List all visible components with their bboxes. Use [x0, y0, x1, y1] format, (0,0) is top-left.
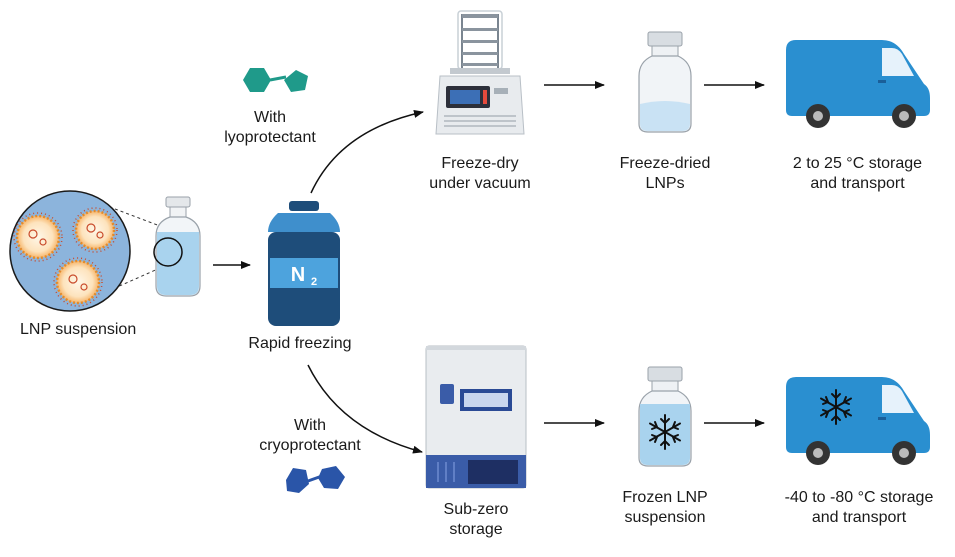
lyoprotectant-molecule-icon	[243, 68, 308, 92]
tank-n-label: N	[291, 264, 305, 286]
freezer-icon	[425, 345, 527, 489]
frozen-vial-icon	[638, 366, 692, 467]
cold-storage-label: -40 to -80 °C storage and transport	[784, 489, 934, 526]
cryoprotectant-molecule-icon	[286, 466, 345, 493]
lnp-magnified-circle	[9, 190, 161, 312]
tank-subscript-label: 2	[311, 276, 317, 288]
lnp-suspension-label: LNP suspension	[20, 321, 137, 338]
freeze-dried-vial-icon	[638, 31, 692, 133]
warm-storage-label: 2 to 25 °C storage and transport	[792, 155, 923, 192]
freeze-dryer-icon	[435, 10, 525, 135]
arrow-to-subzero	[307, 364, 423, 454]
lnp-particle-icon	[13, 212, 63, 262]
lnp-particle-icon	[53, 257, 103, 307]
snowflake-icon	[649, 414, 681, 450]
suspension-vial-icon	[153, 196, 201, 297]
transport-van-icon	[786, 40, 930, 128]
with-cryoprotectant-label: With cryoprotectant	[259, 417, 361, 454]
frozen-suspension-label: Frozen LNP suspension	[622, 489, 708, 526]
subzero-storage-label: Sub-zero storage	[443, 501, 509, 538]
lnp-particle-icon	[72, 207, 118, 253]
refrigerated-van-icon	[786, 377, 930, 465]
arrow-to-freeze-dry	[310, 110, 424, 194]
liquid-nitrogen-tank-icon: N 2	[268, 201, 340, 326]
snowflake-icon	[820, 389, 852, 425]
freeze-dry-label: Freeze-dry under vacuum	[429, 155, 531, 192]
with-lyoprotectant-label: With lyoprotectant	[224, 109, 316, 146]
rapid-freezing-label: Rapid freezing	[248, 335, 352, 352]
freeze-dried-label: Freeze-dried LNPs	[619, 155, 711, 192]
